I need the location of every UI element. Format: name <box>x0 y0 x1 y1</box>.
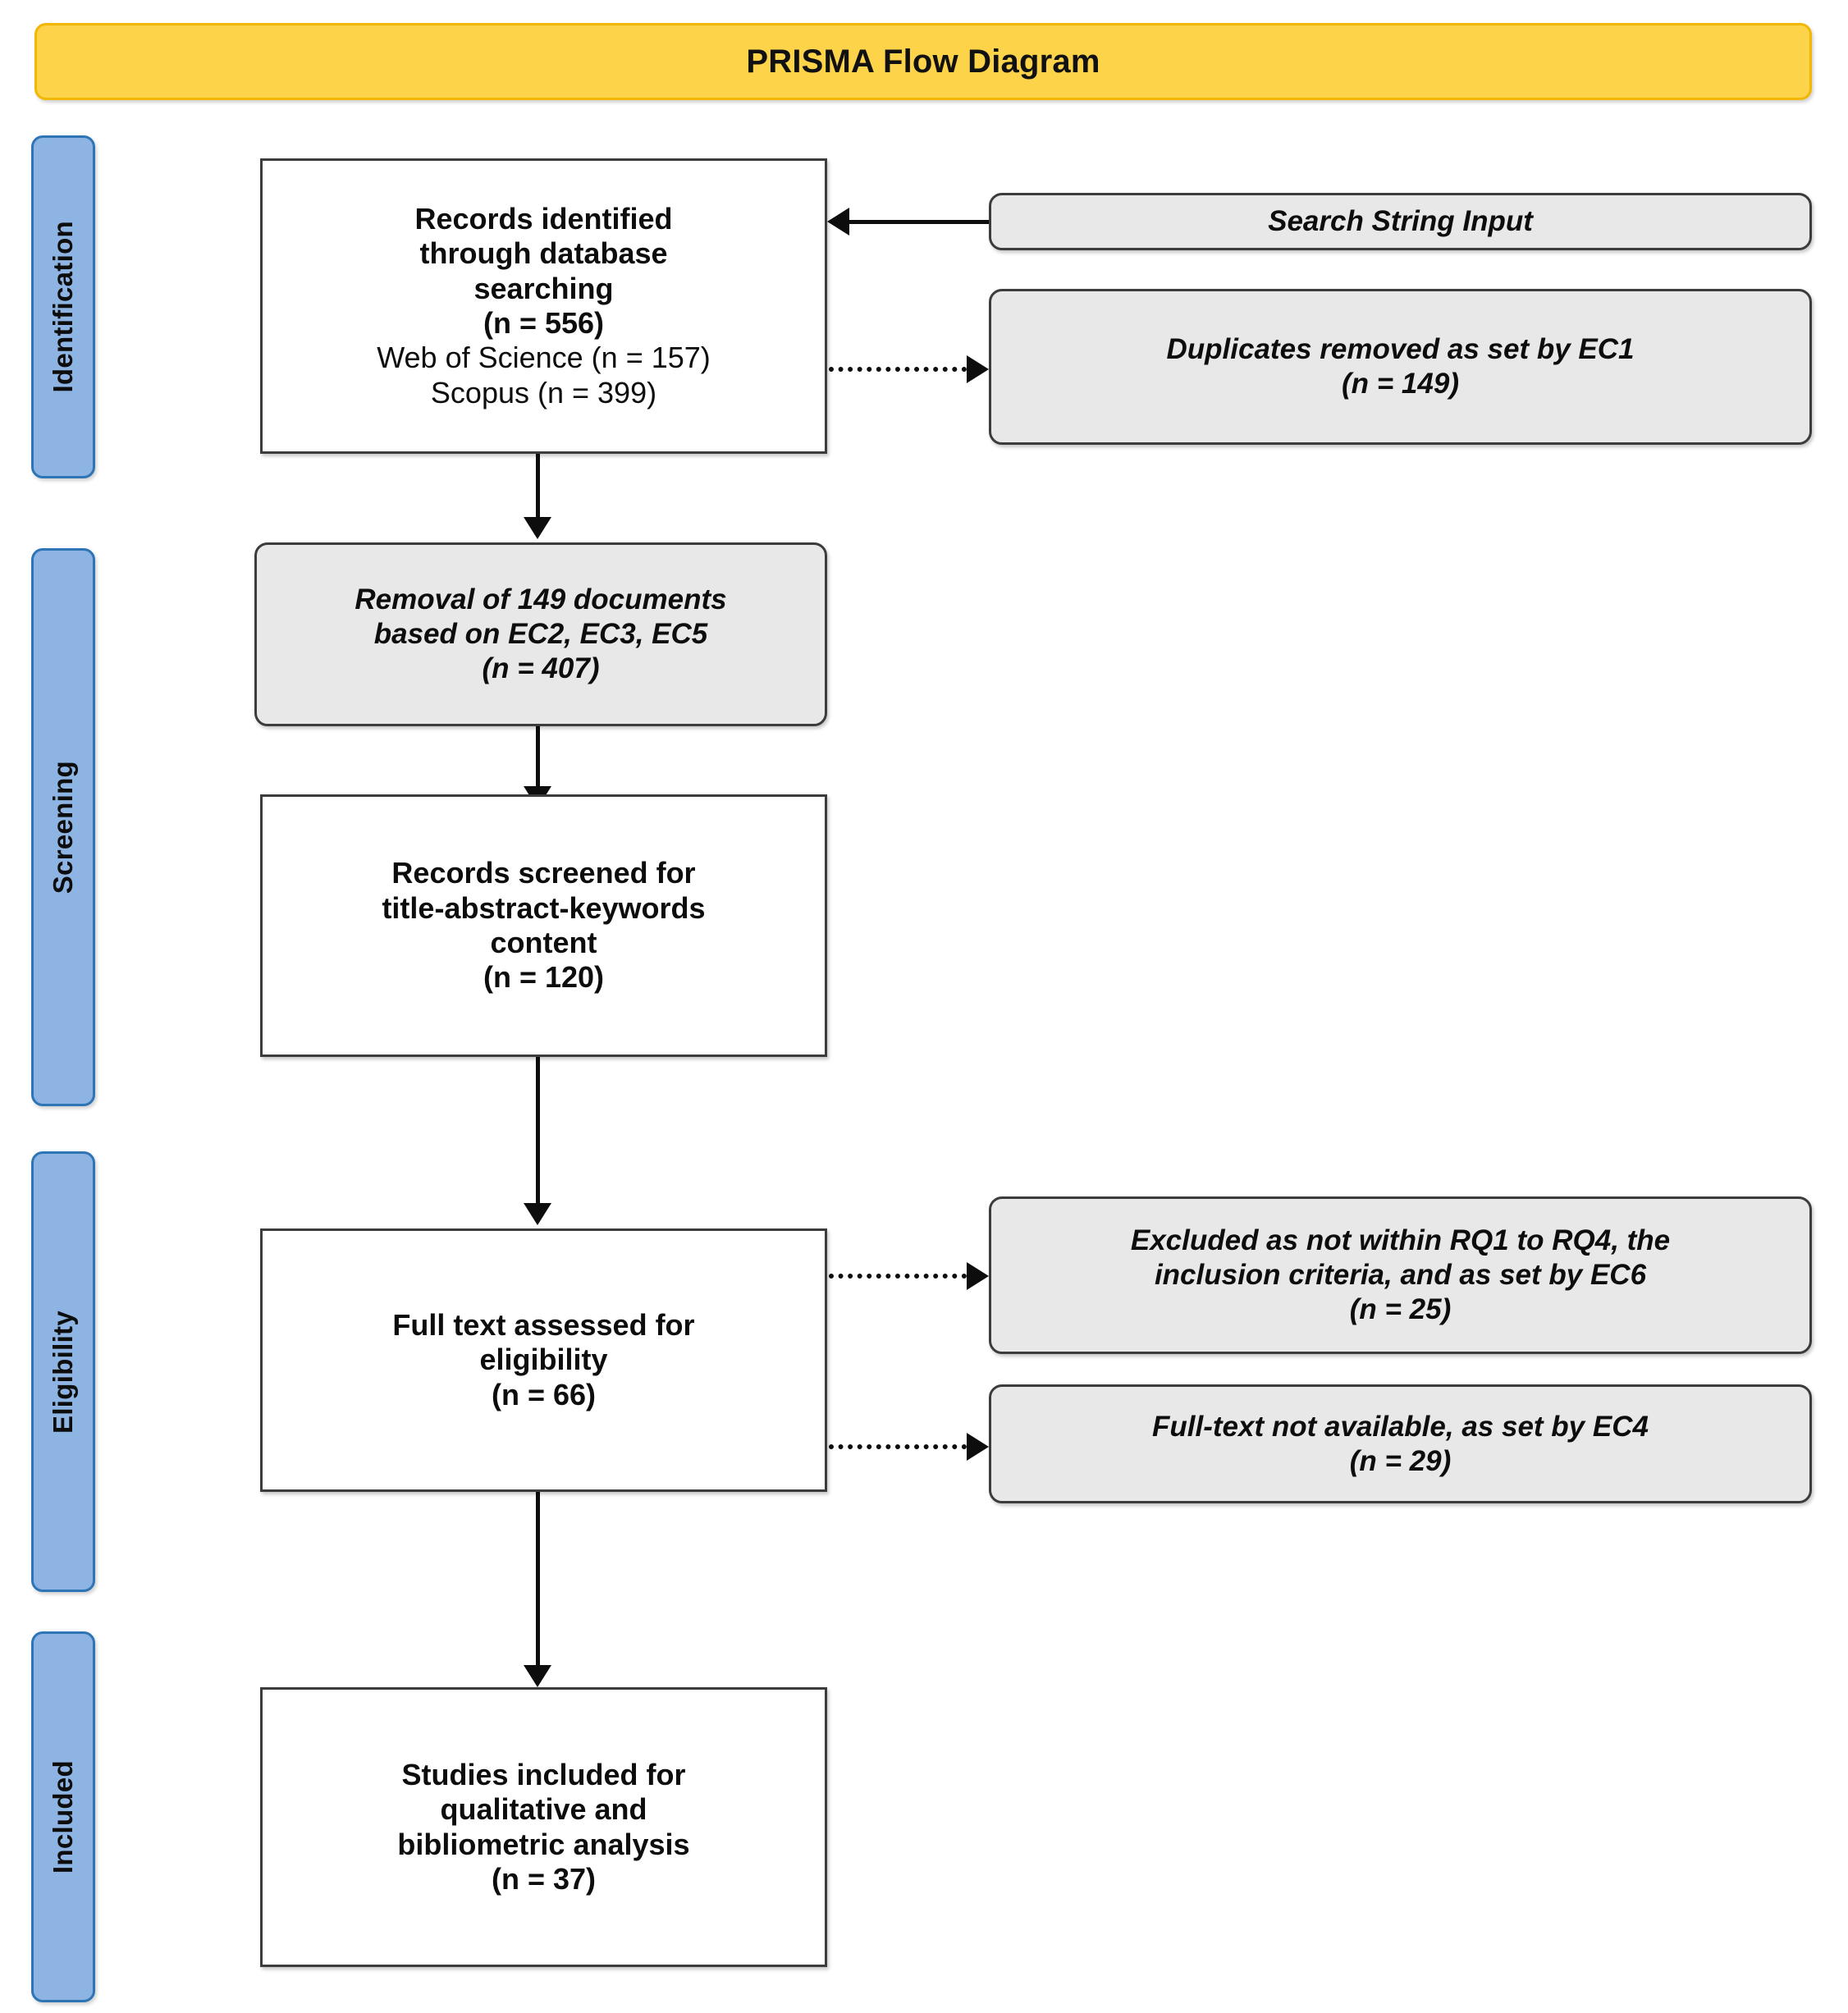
box-records-identified-source-scopus: Scopus (n = 399) <box>430 375 657 409</box>
connector-fulltext-to-excluded-arrow <box>967 1262 989 1290</box>
note-excluded-rq-count: (n = 25) <box>1349 1293 1452 1325</box>
box-studies-included[interactable]: Studies included for qualitative and bib… <box>260 1687 827 1967</box>
note-fulltext-unavailable-line-1: Full-text not available, as set by EC4 <box>1152 1410 1649 1443</box>
box-full-text-assessed-count: (n = 66) <box>491 1377 597 1411</box>
box-records-identified-count: (n = 556) <box>483 306 605 340</box>
box-records-screened-line-3: content <box>490 926 597 959</box>
box-records-identified-source-wos: Web of Science (n = 157) <box>377 341 711 375</box>
box-records-screened-count: (n = 120) <box>483 960 605 995</box>
note-fulltext-unavailable-count: (n = 29) <box>1349 1444 1452 1477</box>
stage-label-screening-text: Screening <box>48 760 78 894</box>
stage-label-identification-text: Identification <box>48 221 78 393</box>
connector-searchstring-to-identified-arrow <box>827 208 849 236</box>
connector-removal-to-screened-line <box>536 726 540 792</box>
connector-screened-to-fulltext-arrow <box>524 1203 551 1225</box>
page-title: PRISMA Flow Diagram <box>746 43 1100 80</box>
box-records-screened[interactable]: Records screened for title-abstract-keyw… <box>260 794 827 1057</box>
box-studies-included-count: (n = 37) <box>491 1861 597 1896</box>
connector-screened-to-fulltext-line <box>536 1057 540 1209</box>
note-removal-ec-line-2: based on EC2, EC3, EC5 <box>373 618 708 650</box>
connector-fulltext-to-included-arrow <box>524 1665 551 1687</box>
stage-label-identification: Identification <box>31 135 95 478</box>
stage-label-eligibility: Eligibility <box>31 1151 95 1592</box>
box-records-identified-line-1: Records identified <box>414 201 673 236</box>
box-records-screened-line-2: title-abstract-keywords <box>382 890 706 925</box>
connector-searchstring-to-identified-line <box>849 220 990 224</box>
box-studies-included-line-1: Studies included for <box>401 1757 686 1791</box>
note-removal-ec[interactable]: Removal of 149 documents based on EC2, E… <box>254 542 827 726</box>
connector-identified-to-removal-arrow <box>524 517 551 539</box>
box-records-identified-line-2: through database <box>419 236 668 271</box>
note-duplicates-removed[interactable]: Duplicates removed as set by EC1 (n = 14… <box>989 289 1812 445</box>
connector-fulltext-to-included-line <box>536 1492 540 1671</box>
note-fulltext-unavailable[interactable]: Full-text not available, as set by EC4 (… <box>989 1384 1812 1503</box>
stage-label-eligibility-text: Eligibility <box>48 1310 78 1434</box>
note-removal-ec-count: (n = 407) <box>482 652 600 684</box>
connector-identified-to-duplicates-arrow <box>967 355 989 383</box>
note-search-string-input[interactable]: Search String Input <box>989 193 1812 250</box>
note-duplicates-removed-line-1: Duplicates removed as set by EC1 <box>1166 333 1635 365</box>
box-full-text-assessed[interactable]: Full text assessed for eligibility (n = … <box>260 1228 827 1492</box>
box-studies-included-line-2: qualitative and <box>440 1792 647 1827</box>
stage-label-screening: Screening <box>31 548 95 1106</box>
connector-fulltext-to-unavailable-arrow <box>967 1433 989 1461</box>
stage-label-included-text: Included <box>48 1759 78 1874</box>
box-full-text-assessed-line-2: eligibility <box>479 1343 608 1377</box>
box-records-identified[interactable]: Records identified through database sear… <box>260 158 827 454</box>
note-excluded-rq-line-2: inclusion criteria, and as set by EC6 <box>1154 1259 1647 1291</box>
connector-identified-to-removal-line <box>536 454 540 523</box>
box-studies-included-line-3: bibliometric analysis <box>397 1827 690 1861</box>
connector-fulltext-to-excluded-line <box>829 1274 967 1279</box>
note-removal-ec-line-1: Removal of 149 documents <box>355 583 727 615</box>
box-records-screened-line-1: Records screened for <box>391 856 696 890</box>
note-search-string-input-line-1: Search String Input <box>1268 205 1533 237</box>
note-duplicates-removed-count: (n = 149) <box>1342 368 1459 400</box>
note-excluded-rq[interactable]: Excluded as not within RQ1 to RQ4, the i… <box>989 1196 1812 1354</box>
connector-identified-to-duplicates-line <box>829 367 967 372</box>
box-records-identified-line-3: searching <box>473 271 614 305</box>
diagram-title-banner: PRISMA Flow Diagram <box>34 23 1812 100</box>
connector-fulltext-to-unavailable-line <box>829 1444 967 1449</box>
note-excluded-rq-line-1: Excluded as not within RQ1 to RQ4, the <box>1130 1224 1671 1256</box>
stage-label-included: Included <box>31 1631 95 2002</box>
box-full-text-assessed-line-1: Full text assessed for <box>392 1307 695 1342</box>
